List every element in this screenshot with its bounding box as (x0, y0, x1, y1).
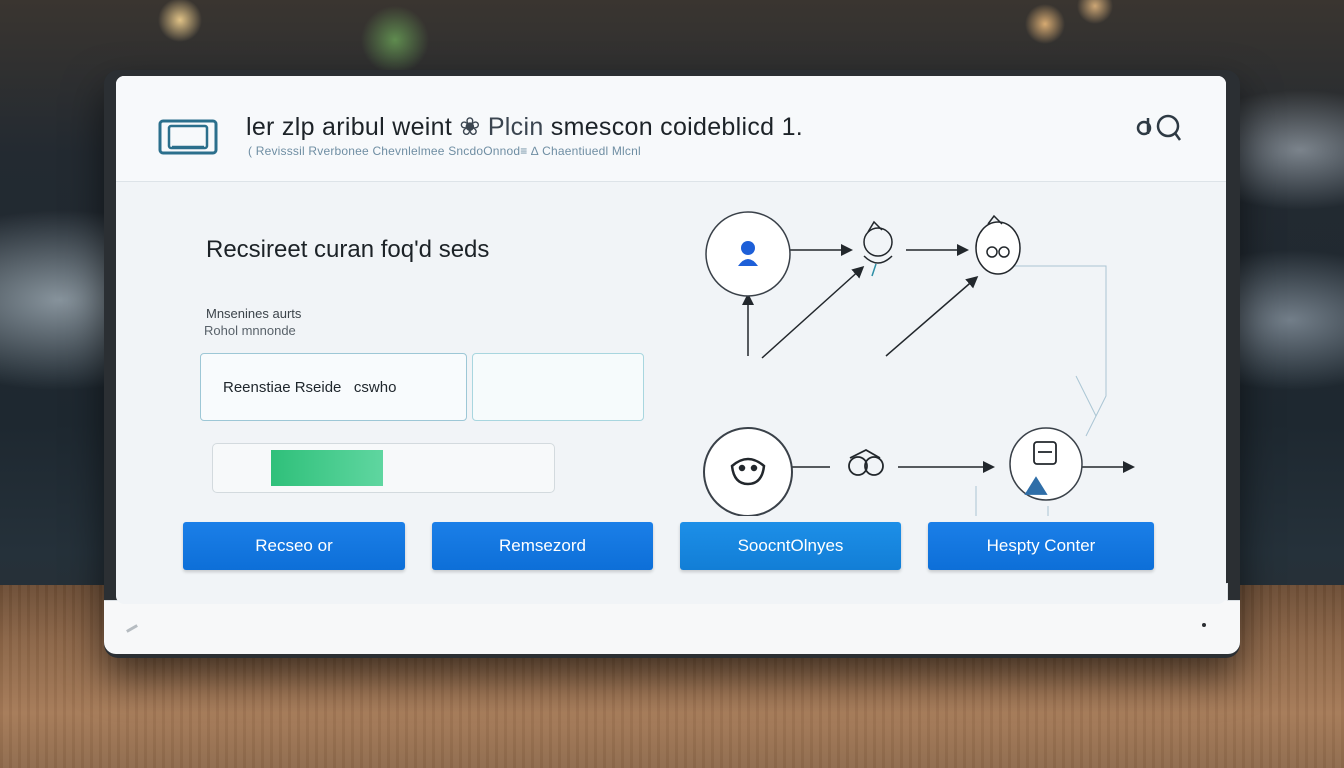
recseo-button[interactable]: Recseo or (183, 522, 405, 570)
app-header: ler zlp aribul weint ❀ Plcin smescon coi… (116, 76, 1226, 182)
cat-face-icon (730, 457, 766, 486)
person-sketch-icon (863, 220, 893, 277)
progress-fill (271, 450, 383, 486)
app-title-end: smescon coideblicd 1. (550, 113, 804, 141)
field-sublabel: Rohol mnnonde (204, 323, 296, 338)
app-title-main: ler zlp aribul weint (246, 113, 453, 141)
app-title: ler zlp aribul weint ❀ Plcin smescon coi… (246, 112, 803, 142)
diagram-guides (975, 265, 1107, 516)
glasses-icon (848, 448, 884, 476)
app-subtitle: ( Revisssil Rverbonee Chevnlelmee SncdoO… (248, 144, 641, 158)
field-label: Mnsenines aurts (206, 306, 302, 321)
user-node[interactable] (705, 211, 791, 297)
primary-input[interactable] (200, 353, 467, 421)
cat-node[interactable] (703, 427, 793, 516)
remsezord-button[interactable]: Remsezord (432, 522, 653, 570)
section-title: Recsireet curan foq'd seds (206, 236, 490, 263)
robot-icon (1024, 441, 1057, 495)
user-icon (738, 241, 758, 266)
help-center-button[interactable]: Hespty Conter (928, 522, 1154, 570)
progress-bar (212, 443, 555, 493)
glasses-node[interactable] (848, 448, 884, 476)
device-bezel-bottom (104, 583, 1240, 654)
secondary-input[interactable] (472, 353, 644, 421)
app-screen: ler zlp aribul weint ❀ Plcin smescon coi… (116, 76, 1226, 604)
soocntolnyes-button[interactable]: SoocntOlnyes (680, 522, 901, 570)
diagram-connectors (742, 244, 1135, 473)
tablet-icon (158, 119, 218, 155)
app-title-mid: ❀ Plcin (459, 113, 544, 141)
owl-icon (975, 214, 1021, 275)
camera-dot (1202, 623, 1206, 627)
owl-node[interactable] (975, 214, 1021, 275)
bezel-mark (126, 624, 138, 633)
person-sketch-node[interactable] (863, 220, 893, 277)
search-icon[interactable] (1126, 110, 1186, 146)
workflow-diagram (703, 211, 1135, 516)
robot-node[interactable] (1009, 427, 1083, 501)
